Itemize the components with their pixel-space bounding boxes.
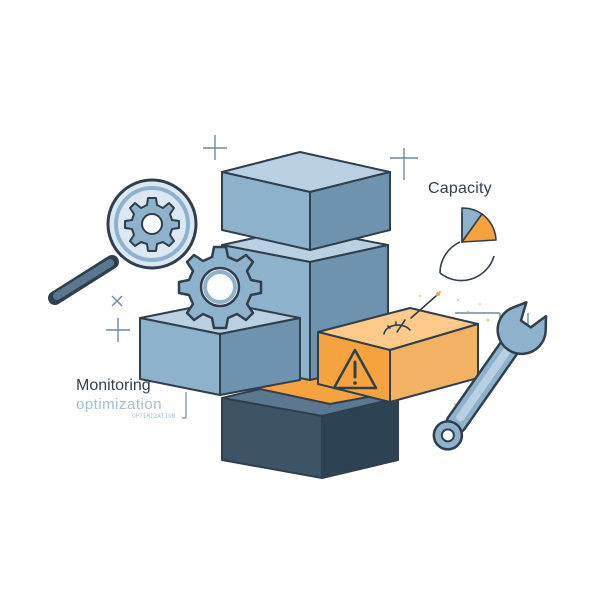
optimization-sublabel: OPTIMIZATION: [132, 413, 176, 420]
label-bracket: [182, 392, 187, 419]
monitoring-label: Monitoring: [76, 377, 151, 394]
optimization-label: optimization: [76, 396, 163, 413]
capacity-label: Capacity: [428, 180, 492, 197]
gear-icon: [177, 245, 263, 330]
warning-triangle-icon: [332, 348, 378, 390]
server-block-top: [221, 151, 391, 251]
magnifying-glass-gear-icon: [48, 178, 198, 305]
pie-chart-icon: [439, 207, 497, 282]
gauge-icon: [383, 292, 440, 335]
wrench-icon: [432, 301, 548, 451]
